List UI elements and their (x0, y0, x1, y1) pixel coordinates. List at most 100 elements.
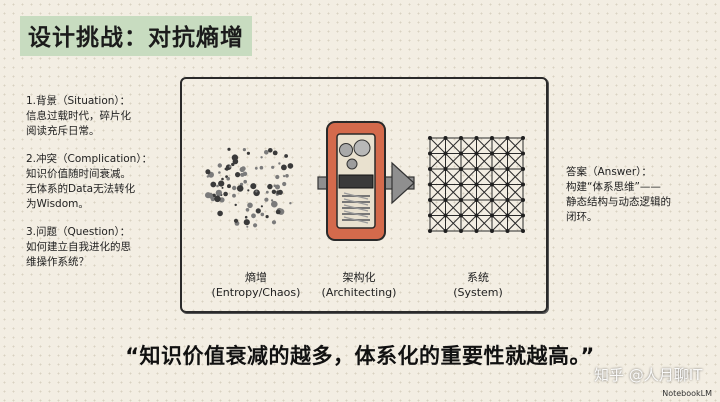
chaos-dot (255, 190, 258, 193)
chaos-dot (231, 162, 235, 167)
grid-node (474, 167, 479, 171)
entropy-label: 熵增 (Entropy/Chaos) (196, 270, 316, 300)
grid-node (474, 229, 479, 233)
chaos-dot (259, 165, 264, 170)
chaos-dot (205, 169, 211, 175)
chaos-dot (227, 147, 231, 151)
grid-line (476, 153, 493, 170)
grid-node (428, 167, 432, 171)
complication-block: 2.冲突（Complication）： 知识价值随时间衰减。 无体系的Data无… (26, 152, 176, 212)
chaos-dot (243, 219, 250, 226)
answer-line: 静态结构与动态逻辑的 (566, 196, 671, 208)
watermark: 知乎 @人月聊IT (594, 366, 703, 384)
grid-line (476, 137, 493, 154)
architecting-machine-icon (326, 121, 386, 241)
chaos-dot (271, 220, 277, 225)
grid-node (474, 198, 479, 202)
grid-node (505, 198, 510, 202)
situation-line: 阅读充斥日常。 (26, 125, 100, 137)
chaos-dot (216, 184, 219, 188)
chaos-dot (232, 185, 237, 191)
grid-node (490, 213, 494, 218)
chaos-dot (243, 179, 247, 184)
chaos-dot (281, 164, 287, 171)
chaos-dot (275, 209, 281, 215)
chaos-dot (247, 202, 253, 209)
grid-line (429, 153, 446, 170)
chaos-dot (275, 184, 280, 190)
system-network-grid (428, 136, 525, 233)
grid-line (460, 168, 477, 185)
grid-line (491, 215, 508, 232)
chaos-dot (278, 162, 281, 165)
grid-node (521, 182, 525, 187)
grid-node (505, 182, 510, 187)
chaos-dot (283, 175, 286, 178)
chaos-dot (276, 190, 280, 194)
chaos-dot (218, 180, 225, 187)
chaos-dot (289, 202, 292, 205)
complication-line: 为Wisdom。 (26, 198, 89, 210)
diagram-frame (180, 77, 548, 313)
grid-line (491, 184, 508, 201)
scqa-left-column: 1.背景（Situation）： 信息过载时代，碎片化 阅读充斥日常。 2.冲突… (26, 94, 176, 283)
grid-line (491, 168, 508, 185)
chaos-dot (284, 154, 288, 158)
grid-line (460, 199, 477, 216)
entropy-label-sub: (Entropy/Chaos) (211, 286, 301, 299)
grid-node (459, 182, 463, 187)
chaos-dot (239, 166, 245, 173)
system-label: 系统 (System) (428, 270, 528, 300)
grid-node (443, 213, 448, 218)
answer-heading: 答案（Answer）： (566, 166, 652, 178)
grid-line (460, 153, 477, 170)
brand-label: NotebookLM (662, 389, 712, 398)
grid-line (491, 137, 508, 154)
chaos-dot (217, 163, 222, 168)
grid-node (521, 167, 525, 171)
chaos-dot (226, 176, 230, 181)
chaos-dot (217, 210, 223, 217)
chaos-dot (253, 223, 258, 228)
question-block: 3.问题（Question）： 如何建立自我进化的思 维操作系统？ (26, 225, 176, 270)
chaos-dot (233, 218, 239, 223)
chaos-dot (260, 212, 265, 217)
chaos-dot (209, 194, 214, 199)
grid-line (460, 137, 477, 154)
chaos-dot (267, 183, 273, 190)
grid-line (460, 184, 477, 201)
grid-node (443, 198, 448, 202)
grid-line (507, 137, 524, 154)
answer-line: 闭环。 (566, 211, 598, 223)
chaos-dot (214, 195, 221, 203)
chaos-dot (234, 203, 237, 207)
chaos-dot (271, 200, 278, 208)
title-highlight: 设计挑战：对抗熵增 (20, 16, 252, 56)
answer-line: 构建“体系思维”—— (566, 181, 661, 193)
grid-line (507, 199, 524, 216)
grid-node (474, 213, 479, 218)
chaos-dot (228, 165, 232, 168)
grid-line (445, 215, 462, 232)
grid-node (505, 213, 510, 218)
grid-node (474, 136, 479, 140)
chaos-dot (232, 193, 236, 198)
grid-line (476, 168, 493, 185)
grid-line (445, 153, 462, 170)
chaos-dot (268, 148, 273, 153)
chaos-dot (246, 151, 250, 155)
grid-node (474, 151, 479, 156)
key-quote: “知识价值衰减的越多，体系化的重要性就越高。” (125, 344, 595, 368)
chaos-dot (210, 181, 217, 188)
chaos-dot-cloud (205, 147, 294, 228)
grid-line (507, 184, 524, 201)
grid-node (490, 167, 494, 171)
chaos-dot (264, 197, 269, 202)
grid-line (429, 168, 446, 185)
chaos-dot (273, 184, 277, 188)
grid-node (521, 198, 525, 202)
situation-heading: 1.背景（Situation）： (26, 95, 131, 107)
chaos-dot (246, 225, 249, 228)
chaos-dot (245, 208, 250, 212)
